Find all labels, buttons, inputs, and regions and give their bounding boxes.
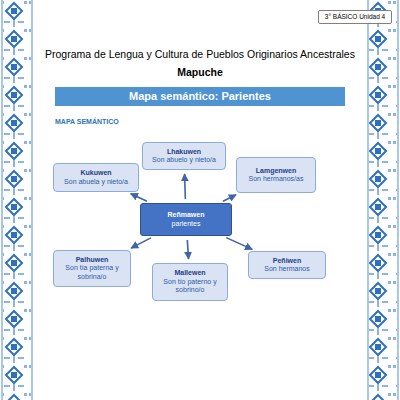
node-body: Son abuelo y nieto/a	[147, 156, 221, 164]
node-heading: Kukuwen	[58, 169, 134, 177]
unit-tag: 3° BÁSICO Unidad 4	[318, 10, 392, 24]
node-body: Son tía paterna y sobrina/o	[58, 264, 126, 281]
left-border	[3, 0, 31, 400]
arrow-connector	[226, 238, 252, 250]
node-heading: Lhakuwen	[147, 148, 221, 156]
section-label: MAPA SEMÁNTICO	[55, 118, 205, 125]
node-heading: Mallewen	[157, 269, 223, 277]
node-heading: Mapa semántico: Parientes	[60, 90, 340, 103]
title-band: Mapa semántico: Parientes	[55, 87, 345, 106]
node-heading: Peñiwen	[253, 257, 321, 265]
node-body: Son tío paterno y sobrino/o	[157, 278, 223, 295]
arrow-connector	[131, 194, 147, 202]
relative-box: MallewenSon tío paterno y sobrino/o	[152, 263, 228, 301]
node-body: Son hermanos/as	[241, 175, 311, 183]
relative-box: KukuwenSon abuela y nieto/a	[53, 163, 139, 192]
node-body: parientes	[145, 220, 227, 228]
subtitle: Mapuche	[40, 66, 360, 78]
right-border	[369, 0, 397, 400]
node-heading: Lamgenwen	[241, 167, 311, 175]
arrow-connector	[184, 174, 186, 199]
relative-box: PalhuwenSon tía paterna y sobrina/o	[53, 250, 131, 287]
arrow-connector	[223, 195, 236, 201]
node-heading: Reñmawen	[145, 211, 227, 219]
node-body: Son abuela y nieto/a	[58, 178, 134, 186]
node-heading: 3° BÁSICO Unidad 4	[323, 13, 387, 21]
relative-box: LamgenwenSon hermanos/as	[236, 157, 316, 193]
relative-box: PeñiwenSon hermanos	[248, 251, 326, 279]
node-body: Son hermanos	[253, 265, 321, 273]
arrow-connector	[131, 238, 151, 248]
page-title: Programa de Lengua y Cultura de Pueblos …	[40, 48, 360, 60]
relative-box: LhakuwenSon abuelo y nieto/a	[142, 142, 226, 170]
center-box: Reñmawenparientes	[140, 203, 232, 236]
arrow-connector	[187, 240, 188, 259]
node-heading: Palhuwen	[58, 256, 126, 264]
